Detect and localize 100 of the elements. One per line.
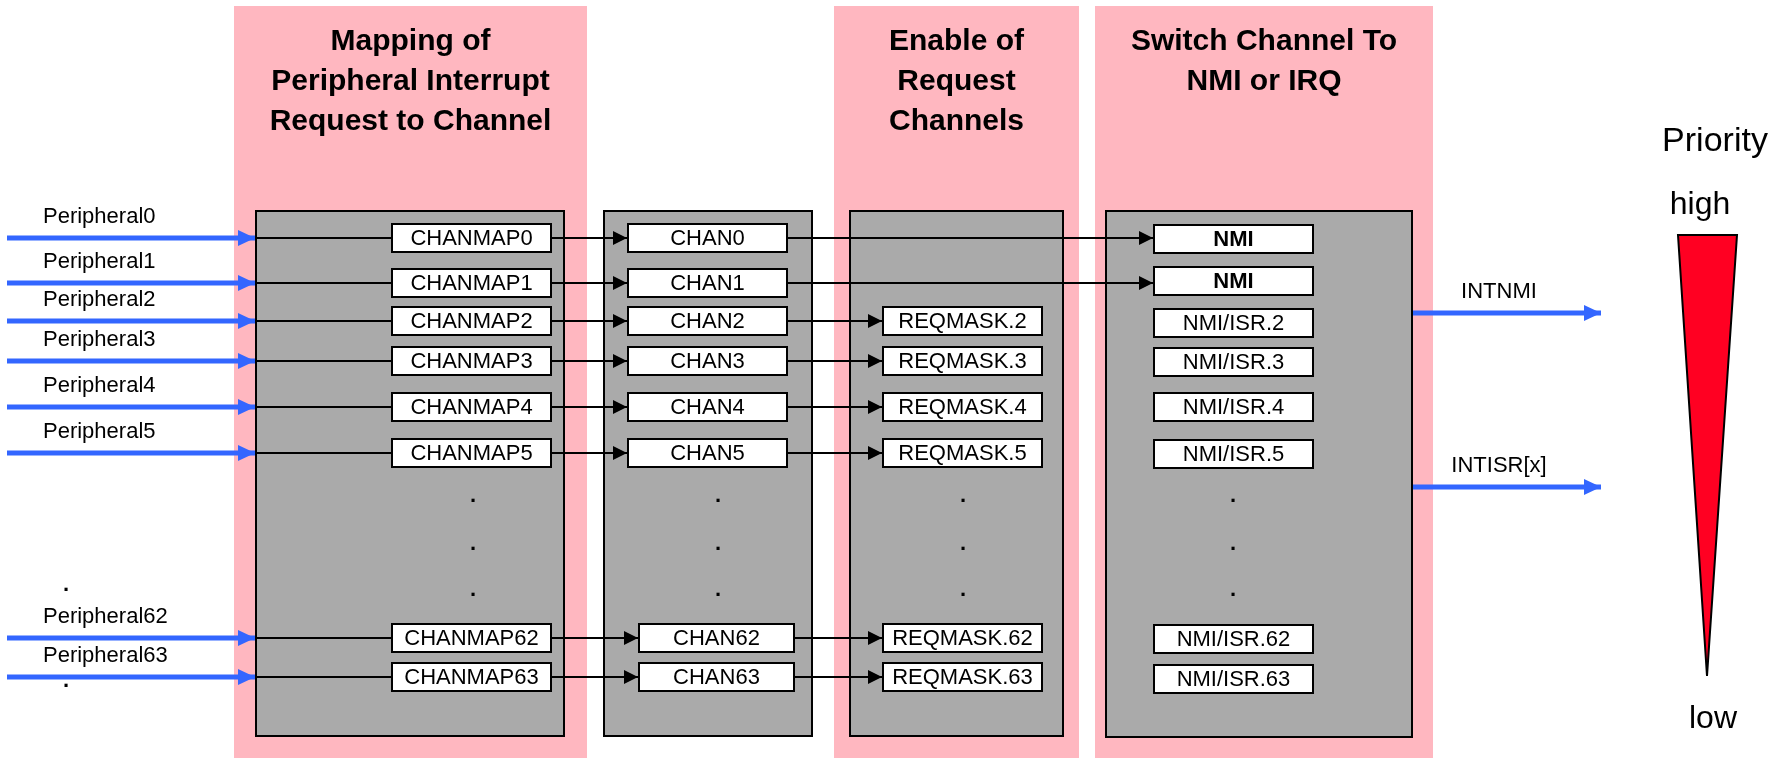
arrow (551, 631, 639, 645)
register-label: NMI/ISR.4 (1182, 396, 1285, 418)
arrow (1413, 479, 1601, 495)
arrow (551, 354, 628, 368)
register-label: CHAN3 (670, 350, 745, 372)
register-label: NMI/ISR.2 (1182, 312, 1285, 334)
ellipsis-dot: . (714, 578, 722, 600)
register-box (1153, 224, 1314, 254)
register-label: CHAN5 (670, 442, 745, 464)
signal-label: Peripheral2 (43, 288, 156, 310)
register-label: NMI/ISR.3 (1182, 351, 1285, 373)
register-block-panel (1105, 210, 1413, 738)
register-label: CHAN0 (670, 227, 745, 249)
arrow (7, 630, 255, 646)
column-band (834, 6, 1079, 758)
arrow (7, 669, 255, 685)
register-block-panel (603, 210, 813, 737)
register-label: NMI (1213, 270, 1254, 292)
signal-label: Peripheral5 (43, 420, 156, 442)
connector-line (254, 360, 392, 362)
register-box (627, 306, 788, 336)
register-box (1153, 624, 1314, 654)
ellipsis-dot: . (469, 484, 477, 506)
register-box (391, 268, 552, 298)
signal-label: Peripheral1 (43, 250, 156, 272)
connector-line (254, 282, 392, 284)
register-label: REQMASK.2 (898, 310, 1027, 332)
arrow (551, 314, 628, 328)
register-label: REQMASK.3 (898, 350, 1027, 372)
arrow (7, 445, 255, 461)
arrow (787, 276, 1154, 290)
arrow (551, 670, 639, 684)
register-box (882, 346, 1043, 376)
register-label: CHANMAP63 (404, 666, 539, 688)
register-label: CHANMAP62 (404, 627, 539, 649)
ellipsis-dot: . (1229, 532, 1237, 554)
arrow (787, 314, 883, 328)
arrow (551, 400, 628, 414)
signal-label: Peripheral0 (43, 205, 156, 227)
register-label: CHAN63 (673, 666, 760, 688)
register-box (391, 623, 552, 653)
register-label: CHANMAP5 (410, 442, 533, 464)
register-box (882, 662, 1043, 692)
register-box (882, 623, 1043, 653)
arrow (794, 631, 883, 645)
arrow (794, 670, 883, 684)
register-label: CHANMAP4 (410, 396, 533, 418)
register-box (391, 438, 552, 468)
register-label: CHANMAP0 (410, 227, 533, 249)
connector-line (254, 676, 392, 678)
register-box (391, 392, 552, 422)
ellipsis-dot: . (959, 578, 967, 600)
ellipsis-dot: . (1229, 484, 1237, 506)
register-box (391, 306, 552, 336)
connector-line (254, 637, 392, 639)
register-box (627, 392, 788, 422)
register-box (627, 268, 788, 298)
register-box (882, 306, 1043, 336)
signal-label: Peripheral63 (43, 644, 168, 666)
register-box (1153, 266, 1314, 296)
arrow (787, 231, 1154, 245)
arrow (7, 353, 255, 369)
register-label: CHAN4 (670, 396, 745, 418)
arrow (7, 230, 255, 246)
arrow (7, 275, 255, 291)
scale-label: high (1669, 187, 1731, 219)
register-box (627, 223, 788, 253)
register-box (1153, 347, 1314, 377)
arrow (787, 446, 883, 460)
arrow (7, 399, 255, 415)
signal-label: INTNMI (1461, 280, 1537, 302)
register-block-panel (255, 210, 565, 737)
signal-label: Peripheral3 (43, 328, 156, 350)
ellipsis-dot: . (469, 578, 477, 600)
register-box (1153, 308, 1314, 338)
register-box (627, 346, 788, 376)
arrow (551, 231, 628, 245)
register-label: NMI/ISR.5 (1182, 443, 1285, 465)
register-label: NMI/ISR.63 (1176, 668, 1291, 690)
ellipsis-dot: . (62, 669, 70, 691)
ellipsis-dot: . (959, 484, 967, 506)
register-box (627, 438, 788, 468)
register-label: REQMASK.5 (898, 442, 1027, 464)
arrow (7, 313, 255, 329)
register-label: CHANMAP3 (410, 350, 533, 372)
arrow (551, 276, 628, 290)
signal-label: INTISR[x] (1451, 454, 1547, 476)
column-band (234, 6, 587, 758)
connector-line (254, 452, 392, 454)
ellipsis-dot: . (62, 573, 70, 595)
register-box (882, 392, 1043, 422)
column-band (1095, 6, 1433, 758)
signal-label: Peripheral62 (43, 605, 168, 627)
register-box (391, 346, 552, 376)
register-label: REQMASK.62 (892, 627, 1033, 649)
column-heading: Mapping of Peripheral Interrupt Request to Channel (268, 22, 553, 138)
signal-label: Peripheral4 (43, 374, 156, 396)
register-box (882, 438, 1043, 468)
register-box (638, 623, 795, 653)
connector-line (254, 406, 392, 408)
